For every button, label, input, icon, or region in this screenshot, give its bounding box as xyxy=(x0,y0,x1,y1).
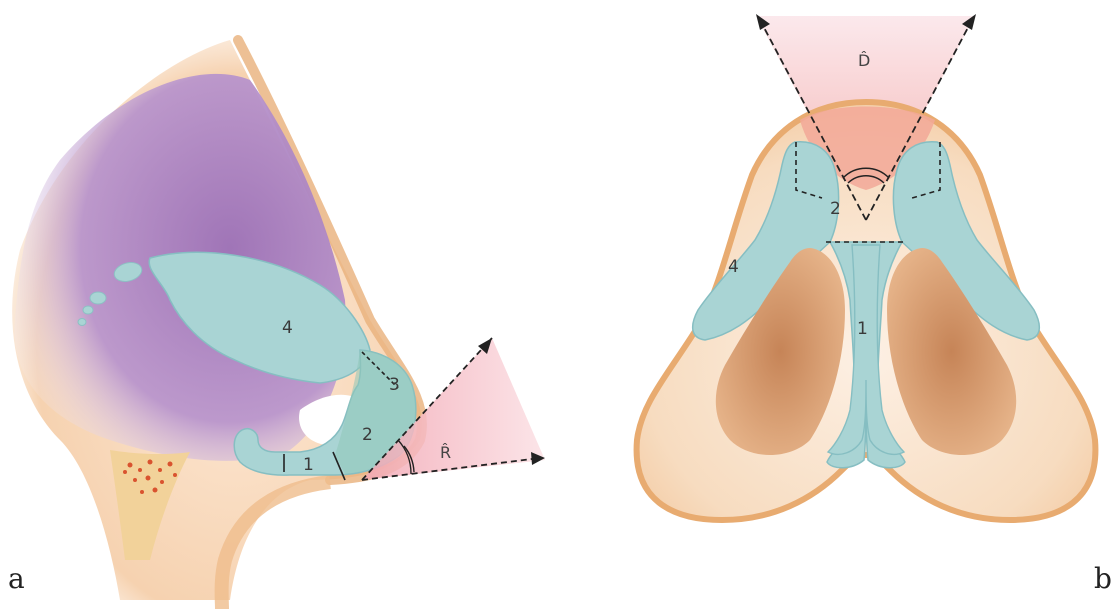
label-dome-b: 2 xyxy=(830,199,841,219)
label-middle-crus-a: 2 xyxy=(362,425,373,445)
label-medial-crus-a: 1 xyxy=(303,455,314,475)
label-lateral-crus-b: 4 xyxy=(728,257,739,277)
label-upper-lateral-a: 4 xyxy=(282,318,293,338)
panel-letter-b: b xyxy=(1094,562,1112,595)
panel-a: 4 3 2 1 R̂ a xyxy=(8,40,545,609)
label-divergence-angle: D̂ xyxy=(858,51,870,70)
panel-b: D̂ 2 4 1 b xyxy=(637,14,1112,595)
label-rotation-angle: R̂ xyxy=(440,443,451,462)
label-lateral-crus-a: 3 xyxy=(389,375,400,395)
label-medial-crus-b: 1 xyxy=(857,319,868,339)
panel-letter-a: a xyxy=(8,562,25,595)
